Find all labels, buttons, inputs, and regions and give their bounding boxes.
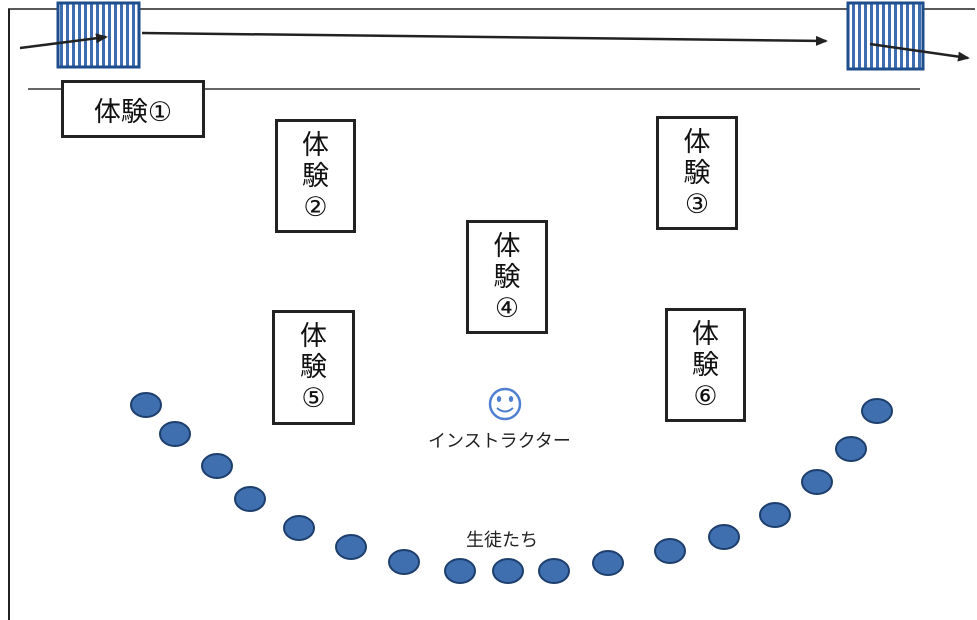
station-1-label: 体験① [93, 96, 173, 128]
student-seat [759, 502, 791, 528]
student-seat [492, 558, 524, 584]
station-2-char-1: 体 [302, 129, 329, 161]
student-seat [708, 524, 740, 550]
station-5: 体 験 ⑤ [272, 310, 355, 425]
station-4: 体 験 ④ [466, 220, 548, 334]
student-seat [801, 469, 833, 495]
student-seat [201, 453, 233, 479]
students-label: 生徒たち [466, 530, 538, 551]
flow-arrow [141, 31, 828, 46]
students-group [130, 392, 893, 584]
student-seat [592, 550, 624, 576]
entry-arrow [19, 33, 108, 50]
station-1: 体験① [61, 80, 205, 138]
student-seat [130, 392, 162, 418]
student-seat [538, 558, 570, 584]
entrance-door [56, 1, 141, 69]
station-4-char-1: 体 [493, 230, 521, 262]
station-5-char-3: ⑤ [301, 383, 326, 414]
station-6-char-1: 体 [692, 318, 719, 350]
station-6-char-3: ⑥ [693, 380, 718, 412]
instructor-label: インストラクター [428, 431, 571, 452]
station-6: 体 験 ⑥ [665, 308, 746, 422]
student-seat [234, 486, 266, 512]
station-3-char-1: 体 [683, 126, 711, 158]
station-4-char-3: ④ [494, 292, 520, 324]
station-6-char-2: 験 [692, 349, 719, 381]
student-seat [861, 398, 893, 424]
exit-door [846, 1, 925, 71]
student-seat [283, 515, 315, 541]
station-3: 体 験 ③ [656, 116, 738, 230]
student-seat [159, 421, 191, 447]
station-3-char-3: ③ [684, 188, 710, 220]
station-2-char-2: 験 [302, 160, 329, 192]
student-seat [388, 549, 420, 575]
student-seat [835, 436, 867, 462]
station-5-char-1: 体 [300, 321, 327, 352]
station-2-char-3: ② [303, 191, 328, 223]
instructor-smiley-icon [488, 387, 522, 421]
exit-arrow [869, 42, 970, 62]
student-seat [335, 534, 367, 560]
station-2: 体 験 ② [275, 119, 356, 233]
station-4-char-2: 験 [493, 261, 521, 293]
student-seat [654, 538, 686, 564]
station-5-char-2: 験 [300, 352, 327, 383]
student-seat [444, 558, 476, 584]
station-3-char-2: 験 [683, 157, 711, 189]
